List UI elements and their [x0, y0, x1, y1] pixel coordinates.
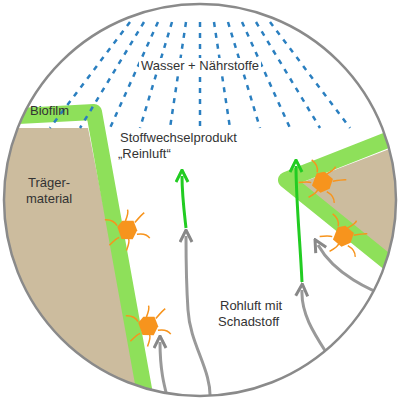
microbes	[104, 155, 371, 349]
water-drop-line	[199, 22, 202, 128]
label-text: Stoffwechselprodukt „Reinluft“	[118, 130, 268, 162]
label-text: Rohluft mit Schadstoff	[218, 298, 282, 329]
biofilm-label: Biofilm	[28, 103, 88, 119]
clean-air-arrow	[296, 166, 302, 282]
raw-air-arrow	[302, 290, 350, 400]
water-drop-line	[140, 22, 172, 128]
biofilm-band	[286, 135, 400, 272]
clean-air-arrow	[182, 176, 186, 228]
carrier-label: Träger- material	[26, 175, 86, 207]
raw-air-arrow	[186, 236, 210, 400]
water-drops	[50, 22, 350, 128]
microbe	[104, 207, 151, 254]
label-text: Wasser + Nährstoffe	[120, 58, 280, 74]
label-text: Stoffwechselprodukt „Reinluft“	[118, 130, 237, 161]
water-drop-line	[214, 22, 230, 128]
microbe	[125, 303, 172, 350]
label-text: Biofilm	[28, 103, 71, 118]
label-text: Rohluft mit Schadstoff	[218, 298, 328, 330]
label-text: Träger- material	[26, 175, 74, 206]
water-drop-line	[110, 22, 158, 128]
detail-circle	[4, 4, 396, 396]
water-drop-line	[228, 22, 260, 128]
water-drop-line	[242, 22, 290, 128]
label-text: Wasser + Nährstoffe	[139, 58, 261, 73]
microbe	[295, 155, 351, 210]
water-drop-line	[170, 22, 186, 128]
raw-air-arrow	[318, 245, 395, 300]
